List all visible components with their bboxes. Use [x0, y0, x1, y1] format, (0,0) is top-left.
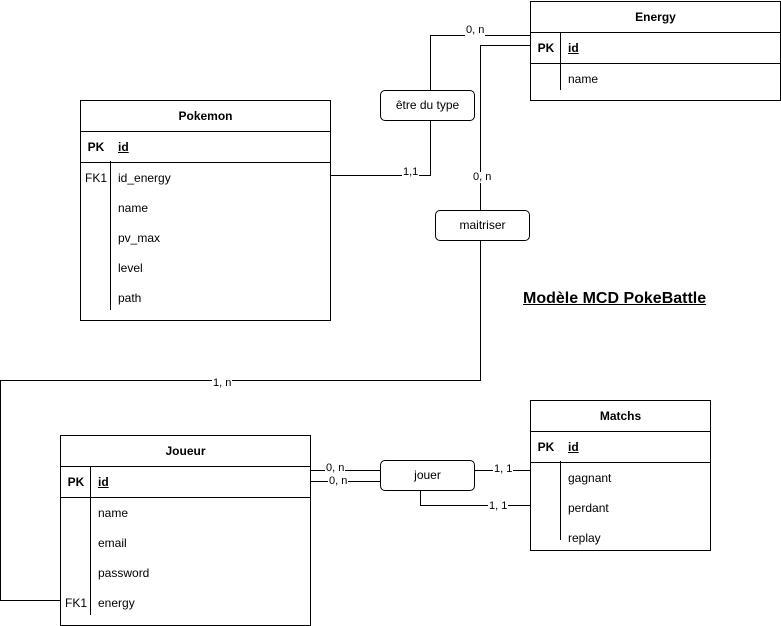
pk-field: id [568, 440, 579, 454]
key-label [81, 223, 111, 253]
field-row: perdant [531, 493, 710, 523]
fk-label: FK1 [64, 596, 87, 610]
key-label [531, 493, 561, 523]
field-name: name [98, 506, 129, 520]
field-row: name [531, 64, 780, 94]
field-row: name [81, 193, 330, 223]
cardinality-matchs-gagnant: 1, 1 [493, 463, 514, 475]
entity-title: Matchs [531, 401, 710, 432]
field-row: FK1 id_energy [81, 163, 330, 193]
fk-label: FK1 [84, 171, 107, 185]
field-name: level [118, 261, 143, 275]
entity-title: Energy [531, 2, 780, 33]
field-name: email [98, 536, 127, 550]
key-divider [110, 161, 111, 310]
key-divider [560, 32, 561, 90]
field-row: path [81, 283, 330, 313]
key-label [61, 528, 91, 558]
pk-row: PK id [61, 467, 310, 498]
pk-label: PK [537, 440, 555, 454]
field-row: name [61, 498, 310, 528]
pk-row: PK id [81, 132, 330, 163]
field-name: replay [568, 531, 601, 545]
field-row: replay [531, 523, 710, 553]
cardinality-joueur-maitriser: 1, n [212, 377, 233, 389]
cardinality-energy-maitriser: 0, n [472, 171, 493, 183]
field-name: gagnant [568, 471, 612, 485]
cardinality-joueur-jouer-2: 0, n [328, 475, 349, 487]
key-label [61, 498, 91, 528]
key-divider [560, 461, 561, 540]
key-label [531, 463, 561, 493]
field-name: perdant [568, 501, 609, 515]
association-jouer[interactable]: jouer [380, 460, 475, 491]
key-label [81, 193, 111, 223]
entity-joueur[interactable]: Joueur PK id name email password FK1 ene… [60, 435, 311, 626]
cardinality-pokemon-type: 1,1 [402, 166, 420, 178]
key-label [81, 283, 111, 313]
field-name: name [118, 201, 149, 215]
key-label [531, 64, 561, 94]
cardinality-matchs-perdant: 1, 1 [488, 500, 509, 512]
pk-row: PK id [531, 432, 710, 463]
diagram-title: Modèle MCD PokeBattle [523, 290, 707, 307]
field-name: id_energy [118, 171, 171, 185]
entity-energy[interactable]: Energy PK id name [530, 1, 781, 101]
field-name: energy [98, 596, 135, 610]
pk-field: id [568, 41, 579, 55]
cardinality-energy-type: 0, n [465, 24, 486, 36]
pk-field: id [118, 140, 129, 154]
connector-pokemon-type [330, 120, 431, 176]
field-name: name [568, 72, 599, 86]
field-row: password [61, 558, 310, 588]
entity-pokemon[interactable]: Pokemon PK id FK1 id_energy name pv_max … [80, 100, 331, 321]
pk-row: PK id [531, 33, 780, 64]
cardinality-joueur-jouer-1: 0, n [325, 462, 346, 474]
field-row: email [61, 528, 310, 558]
key-divider [90, 466, 91, 615]
field-row: pv_max [81, 223, 330, 253]
field-name: pv_max [118, 231, 161, 245]
connector-jouer-perdant [420, 490, 540, 506]
key-label [61, 558, 91, 588]
key-label [81, 253, 111, 283]
connector-type-energy [430, 35, 530, 90]
association-etre-du-type[interactable]: être du type [380, 90, 475, 121]
key-label [531, 523, 561, 553]
entity-title: Pokemon [81, 101, 330, 132]
entity-title: Joueur [61, 436, 310, 467]
connector-maitriser-joueur [0, 240, 481, 601]
pk-label: PK [67, 475, 85, 489]
pk-field: id [98, 475, 109, 489]
field-name: password [98, 566, 150, 580]
association-maitriser[interactable]: maitriser [435, 210, 530, 241]
pk-label: PK [87, 140, 105, 154]
pk-label: PK [537, 41, 555, 55]
field-name: path [118, 291, 142, 305]
field-row: level [81, 253, 330, 283]
connector-energy-maitriser [480, 45, 530, 210]
field-row: gagnant [531, 463, 710, 493]
entity-matchs[interactable]: Matchs PK id gagnant perdant replay [530, 400, 711, 551]
field-row: FK1 energy [61, 588, 310, 618]
